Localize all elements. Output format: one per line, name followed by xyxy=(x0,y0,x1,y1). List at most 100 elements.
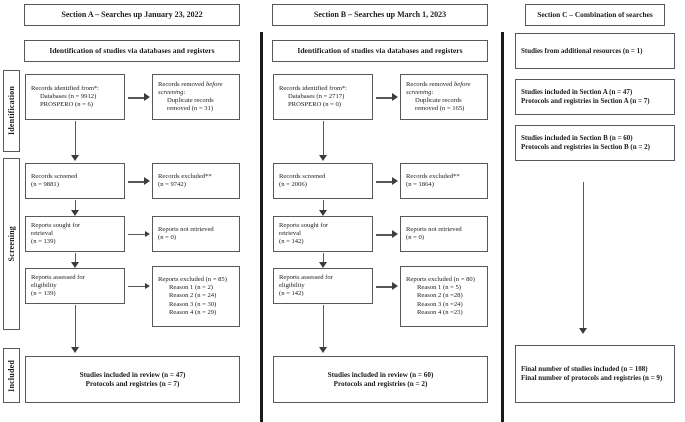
records-removed-line2: screening: xyxy=(158,88,186,96)
section-a-records-removed-box: Records removed before screening: Duplic… xyxy=(152,74,240,120)
reports-sought-line1: Reports sought for xyxy=(31,221,81,229)
from-section-b-line1: Studies included in Section B (n = 60) xyxy=(521,134,633,143)
section-b-header-text: Section B – Searches up March 1, 2023 xyxy=(313,10,447,20)
reports-assessed-line2: eligibility xyxy=(279,281,305,289)
section-a-records-identified-box: Records identified from*: Databases (n =… xyxy=(25,74,125,120)
records-identified-line1: Records identified from*: xyxy=(279,84,348,92)
stage-label-screening: Screening xyxy=(3,158,20,330)
records-excluded-line2: (n = 1864) xyxy=(406,181,434,188)
records-identified-line2: Databases (n = 2717) xyxy=(288,92,345,100)
arrow-c-to-final xyxy=(579,182,587,334)
arrow-b-identified-to-screened xyxy=(319,121,327,161)
records-removed-line3: Duplicate records xyxy=(415,97,462,104)
reports-excluded-reason3: Reason 3 (n =24) xyxy=(417,300,463,308)
reports-assessed-line2: eligibility xyxy=(31,281,57,289)
section-b-identification-header-text: Identification of studies via databases … xyxy=(297,46,463,56)
stage-label-included: Included xyxy=(3,348,20,403)
records-removed-line3: Duplicate records xyxy=(167,97,214,104)
arrow-b-assessed-to-included xyxy=(319,305,327,353)
reports-assessed-line1: Reports assessed for xyxy=(31,273,85,281)
stage-label-identification: Identification xyxy=(3,70,20,152)
records-identified-line3: PROSPERO (n = 6) xyxy=(40,101,93,109)
section-b-header-box: Section B – Searches up March 1, 2023 xyxy=(272,4,488,26)
section-b-included-box: Studies included in review (n = 60) Prot… xyxy=(273,356,488,403)
reports-excluded-reason3: Reason 3 (n = 30) xyxy=(169,300,217,308)
records-identified-line3: PROSPERO (n = 0) xyxy=(288,101,341,109)
reports-excluded-line1: Reports excluded (n = 80) xyxy=(406,276,475,284)
stage-label-included-text: Included xyxy=(7,359,16,392)
stage-label-identification-text: Identification xyxy=(7,86,16,136)
reports-excluded-reason1: Reason 1 (n = 5) xyxy=(417,284,462,292)
reports-excluded-reason2: Reason 2 (n = 24) xyxy=(169,292,217,300)
records-removed-line2: screening: xyxy=(406,88,434,96)
reports-excluded-reason4: Reason 4 (n =23) xyxy=(417,308,463,316)
section-b-included-line1: Studies included in review (n = 60) xyxy=(327,370,434,379)
from-section-a-line1: Studies included in Section A (n = 47) xyxy=(521,88,633,97)
arrow-a-identified-to-screened xyxy=(71,121,79,161)
from-section-b-line2: Protocols and registries in Section B (n… xyxy=(521,143,650,151)
reports-sought-line2: retrieval xyxy=(279,229,301,237)
section-a-header-box: Section A – Searches up January 23, 2022 xyxy=(24,4,240,26)
section-a-included-box: Studies included in review (n = 47) Prot… xyxy=(25,356,240,403)
divider-b-c xyxy=(501,32,504,422)
reports-sought-line3: (n = 139) xyxy=(31,238,56,246)
reports-excluded-line1: Reports excluded (n = 85) xyxy=(158,276,227,284)
section-b-reports-not-retrieved-box: Reports not retrieved (n = 0) xyxy=(400,216,488,252)
final-line2: Final number of protocols and registries… xyxy=(521,374,663,382)
section-a-reports-sought-box: Reports sought for retrieval (n = 139) xyxy=(25,216,125,252)
records-identified-line2: Databases (n = 9912) xyxy=(40,92,97,100)
from-section-a-line2: Protocols and registries in Section A (n… xyxy=(521,97,650,105)
reports-assessed-line3: (n = 139) xyxy=(31,290,56,298)
section-a-identification-header: Identification of studies via databases … xyxy=(24,40,240,62)
stage-label-screening-text: Screening xyxy=(7,226,16,262)
section-c-additional-resources-box: Studies from additional resources (n = 1… xyxy=(515,33,675,69)
arrow-a-assessed-to-included xyxy=(71,305,79,353)
section-a-identification-header-text: Identification of studies via databases … xyxy=(49,46,215,56)
section-b-records-removed-box: Records removed before screening: Duplic… xyxy=(400,74,488,120)
section-c-from-section-a-box: Studies included in Section A (n = 47) P… xyxy=(515,79,675,115)
section-a-records-excluded-box: Records excluded** (n = 9742) xyxy=(152,163,240,199)
records-removed-line1: Records removed before xyxy=(406,80,471,88)
section-b-reports-sought-box: Reports sought for retrieval (n = 142) xyxy=(273,216,373,252)
reports-not-retrieved-line1: Reports not retrieved xyxy=(406,225,462,233)
reports-not-retrieved-line1: Reports not retrieved xyxy=(158,225,214,233)
reports-not-retrieved-line2: (n = 0) xyxy=(158,234,177,241)
records-excluded-line1: Records excluded** xyxy=(406,172,460,180)
records-screened-line2: (n = 9881) xyxy=(31,181,59,188)
records-screened-line1: Records screened xyxy=(31,172,78,180)
section-b-records-screened-box: Records screened (n = 2006) xyxy=(273,163,373,199)
section-b-records-excluded-box: Records excluded** (n = 1864) xyxy=(400,163,488,199)
divider-a-b xyxy=(260,32,263,422)
records-removed-line4: removed (n = 31) xyxy=(167,105,214,113)
section-a-included-line1: Studies included in review (n = 47) xyxy=(79,370,186,379)
section-a-reports-assessed-box: Reports assessed for eligibility (n = 13… xyxy=(25,268,125,304)
records-identified-line1: Records identified from*: xyxy=(31,84,100,92)
reports-sought-line2: retrieval xyxy=(31,229,53,237)
reports-excluded-reason1: Reason 1 (n = 2) xyxy=(169,284,214,292)
arrow-b-screened-to-sought xyxy=(319,200,327,216)
records-removed-line4: removed (n = 165) xyxy=(415,105,465,113)
reports-excluded-reason2: Reason 2 (n =28) xyxy=(417,292,463,300)
final-line1: Final number of studies included (n = 10… xyxy=(521,365,648,374)
section-b-identification-header: Identification of studies via databases … xyxy=(272,40,488,62)
section-c-final-box: Final number of studies included (n = 10… xyxy=(515,345,675,403)
records-removed-line1: Records removed before xyxy=(158,80,223,88)
records-screened-line1: Records screened xyxy=(279,172,326,180)
additional-resources-line1: Studies from additional resources (n = 1… xyxy=(521,46,643,55)
reports-excluded-reason4: Reason 4 (n = 29) xyxy=(169,308,217,316)
section-b-included-line2: Protocols and registries (n = 2) xyxy=(333,379,428,388)
section-c-header-text: Section C – Combination of searches xyxy=(537,10,653,20)
records-excluded-line2: (n = 9742) xyxy=(158,181,186,188)
reports-assessed-line1: Reports assessed for xyxy=(279,273,333,281)
arrow-b-sought-to-assessed xyxy=(319,253,327,268)
section-a-reports-not-retrieved-box: Reports not retrieved (n = 0) xyxy=(152,216,240,252)
records-screened-line2: (n = 2006) xyxy=(279,181,307,188)
section-a-reports-excluded-box: Reports excluded (n = 85) Reason 1 (n = … xyxy=(152,266,240,327)
arrow-a-sought-to-assessed xyxy=(71,253,79,268)
section-a-header-text: Section A – Searches up January 23, 2022 xyxy=(61,10,203,20)
section-a-records-screened-box: Records screened (n = 9881) xyxy=(25,163,125,199)
reports-assessed-line3: (n = 142) xyxy=(279,290,304,298)
reports-not-retrieved-line2: (n = 0) xyxy=(406,234,425,241)
reports-sought-line3: (n = 142) xyxy=(279,238,304,246)
